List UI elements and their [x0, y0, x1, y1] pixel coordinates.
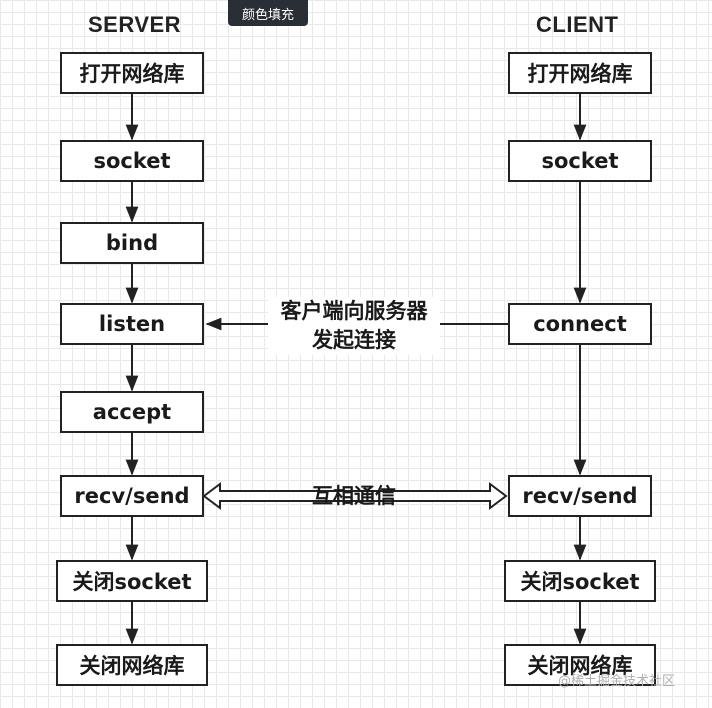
- connect-label: 客户端向服务器 发起连接: [268, 297, 440, 355]
- watermark: @稀土掘金技术社区: [558, 674, 676, 689]
- server-step-accept: accept: [60, 391, 204, 433]
- connect-label-line1: 客户端向服务器: [280, 299, 428, 323]
- server-step-socket: socket: [60, 140, 204, 182]
- server-step-listen: listen: [60, 303, 204, 345]
- server-title: SERVER: [88, 12, 182, 37]
- server-step-close-socket: 关闭socket: [56, 560, 208, 602]
- server-step-open-network-lib: 打开网络库: [60, 52, 204, 94]
- connect-label-line2: 发起连接: [312, 328, 396, 352]
- server-step-close-network-lib: 关闭网络库: [56, 644, 208, 686]
- client-step-connect: connect: [508, 303, 652, 345]
- server-step-recv-send: recv/send: [60, 475, 204, 517]
- client-step-socket: socket: [508, 140, 652, 182]
- client-step-close-socket: 关闭socket: [504, 560, 656, 602]
- fill-color-tooltip: 颜色填充: [228, 0, 308, 26]
- client-step-open-network-lib: 打开网络库: [508, 52, 652, 94]
- client-step-recv-send: recv/send: [508, 475, 652, 517]
- communicate-label: 互相通信: [312, 484, 396, 508]
- server-step-bind: bind: [60, 222, 204, 264]
- client-title: CLIENT: [536, 12, 619, 37]
- client-step-close-network-lib: 关闭网络库: [504, 644, 656, 686]
- communicate-double-arrow: [202, 482, 508, 510]
